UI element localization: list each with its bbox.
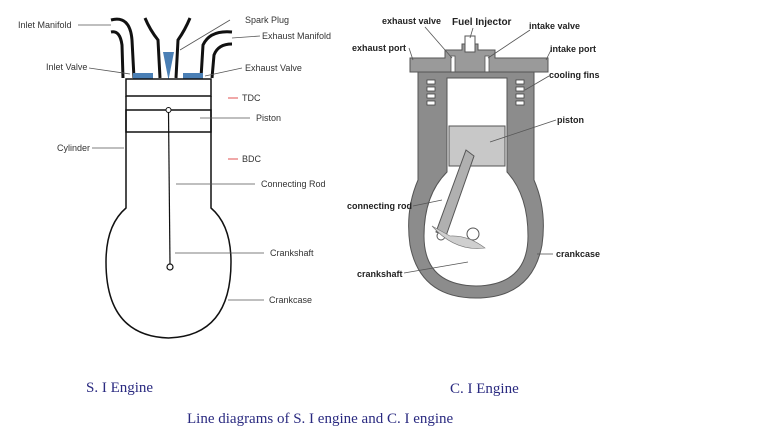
ci-fuel-injector: [464, 35, 476, 53]
ci-cooling-fins-left: [426, 79, 436, 106]
si-spark-plug-funnel-right: [174, 17, 192, 79]
si-label-crankcase: Crankcase: [269, 295, 312, 305]
si-inlet-valve: [133, 73, 153, 80]
si-label-exhaust-valve: Exhaust Valve: [245, 63, 302, 73]
si-exhaust-manifold-pipe: [199, 30, 233, 79]
si-leader-lines: [78, 19, 264, 301]
ci-label-exhaust-port: exhaust port: [352, 43, 406, 53]
si-label-spark-plug: Spark Plug: [245, 15, 289, 25]
ci-label-connecting-rod: connecting rod: [347, 201, 412, 211]
figure-caption: Line diagrams of S. I engine and C. I en…: [187, 411, 454, 427]
si-inlet-manifold-pipe: [110, 17, 136, 79]
si-label-inlet-valve: Inlet Valve: [46, 62, 87, 72]
ci-leader-lines: [403, 26, 557, 274]
ci-cooling-fins-right: [515, 79, 525, 106]
si-label-cylinder: Cylinder: [57, 143, 90, 153]
ci-label-intake-port: intake port: [550, 44, 596, 54]
ci-label-intake-valve: intake valve: [529, 21, 580, 31]
ci-label-cooling-fins: cooling fins: [549, 70, 600, 80]
si-label-tdc: TDC: [242, 93, 261, 103]
si-label-inlet-manifold: Inlet Manifold: [18, 20, 72, 30]
si-piston-pin: [165, 107, 172, 113]
si-crankshaft-pin: [166, 263, 174, 271]
si-spark-plug-funnel: [143, 17, 162, 79]
si-label-piston: Piston: [256, 113, 281, 123]
ci-piston: [448, 125, 506, 167]
si-label-connecting-rod: Connecting Rod: [261, 179, 326, 189]
si-label-exhaust-manifold: Exhaust Manifold: [262, 31, 331, 41]
ci-label-fuel-injector: Fuel Injector: [452, 17, 512, 28]
ci-label-crankshaft: crankshaft: [357, 269, 403, 279]
ci-cylinder-head: [409, 43, 549, 73]
si-engine-diagram: Inlet Manifold Spark Plug Exhaust Manifo…: [18, 15, 331, 339]
ci-label-exhaust-valve: exhaust valve: [382, 16, 441, 26]
si-spark-plug: [163, 52, 174, 80]
si-connecting-rod: [167, 111, 171, 266]
ci-crankshaft: [466, 227, 480, 241]
si-label-crankshaft: Crankshaft: [270, 248, 314, 258]
si-engine-caption: S. I Engine: [86, 380, 153, 396]
ci-crank-web: [431, 225, 486, 249]
ci-engine-diagram: exhaust valve Fuel Injector intake valve…: [347, 16, 600, 299]
si-cylinder-head: [125, 78, 212, 97]
si-inlet-manifold-pipe-inner: [110, 30, 125, 79]
ci-label-crankcase: crankcase: [556, 249, 600, 259]
ci-engine-caption: C. I Engine: [450, 381, 519, 397]
si-exhaust-manifold-pipe-inner: [210, 42, 233, 79]
si-label-bdc: BDC: [242, 154, 262, 164]
si-cylinder-crankcase-outline: [105, 96, 232, 339]
si-exhaust-valve: [183, 73, 203, 80]
ci-label-piston: piston: [557, 115, 584, 125]
